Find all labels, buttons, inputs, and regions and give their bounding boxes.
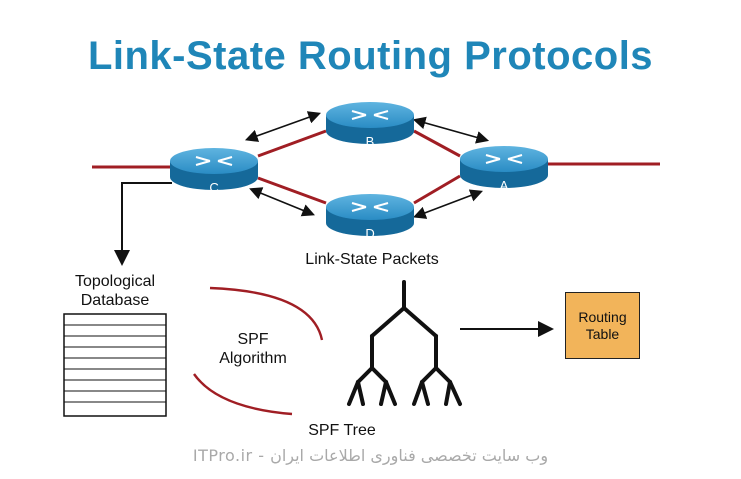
router-a: A xyxy=(460,146,548,193)
spf-arc-upper xyxy=(209,286,324,341)
watermark-text: ITPro.ir - وب سایت تخصصی فناوری اطلاعات … xyxy=(192,446,549,465)
routing-table-box: Routing Table xyxy=(565,292,640,359)
router-arrows-icon xyxy=(485,154,523,164)
lsp-arrows xyxy=(244,111,490,219)
topological-database-label: Topological Database xyxy=(74,273,156,309)
router-d: D xyxy=(326,194,414,241)
arrow-to-database xyxy=(114,182,172,266)
router-arrows-icon xyxy=(351,110,389,120)
router-d-label: D xyxy=(365,226,374,241)
router-b-label: B xyxy=(366,134,375,149)
spf-algorithm-label-line1: SPF xyxy=(237,331,268,348)
spf-algorithm-label-line2: Algorithm xyxy=(219,350,287,367)
router-b: B xyxy=(326,102,414,149)
spf-tree-label: SPF Tree xyxy=(308,422,376,439)
router-arrows-icon xyxy=(351,202,389,212)
topological-database-table xyxy=(63,313,167,417)
spf-arc-lower xyxy=(193,373,293,416)
routing-table-label-line2: Table xyxy=(585,325,620,342)
router-c: C xyxy=(170,148,258,195)
routing-table-label-line1: Routing xyxy=(578,308,627,325)
link-state-packets-label: Link-State Packets xyxy=(305,251,438,268)
router-arrows-icon xyxy=(195,156,233,166)
page-title: Link-State Routing Protocols xyxy=(87,34,654,78)
router-a-label: A xyxy=(500,178,509,193)
router-c-label: C xyxy=(209,180,218,195)
spf-tree-icon xyxy=(347,280,462,406)
